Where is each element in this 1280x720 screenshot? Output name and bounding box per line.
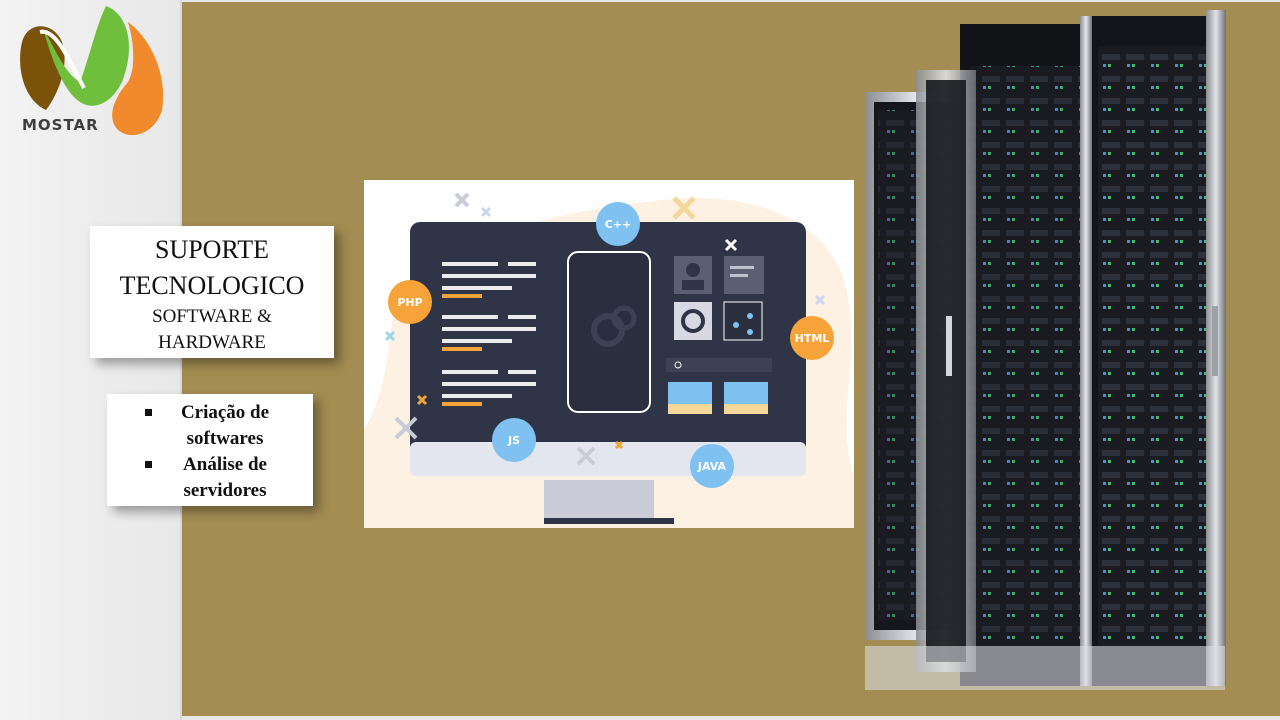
rack-reflection — [865, 646, 1225, 690]
monitor-illustration-icon: C++ PHP HTML JS JAVA — [364, 192, 854, 528]
title-line-2: TECNOLOGICO — [119, 271, 305, 300]
search-bar — [666, 358, 772, 372]
badge-label: JAVA — [697, 460, 727, 473]
title-line-1: SUPORTE — [154, 235, 270, 264]
list-item: Criação de — [107, 400, 313, 426]
bottom-frame-line — [182, 716, 1280, 720]
cpp-badge — [596, 202, 640, 246]
list-item: Análise de — [107, 452, 313, 478]
phone-mockup — [567, 251, 651, 413]
sidebar-divider — [180, 0, 182, 720]
top-frame-line — [182, 0, 1280, 2]
logo-wordmark: MOSTAR — [22, 116, 99, 134]
gear-icon — [674, 302, 712, 340]
service-line: Análise de — [183, 454, 267, 475]
badge-label: JS — [507, 434, 520, 447]
js-badge — [492, 418, 536, 462]
software-illustration: C++ PHP HTML JS JAVA — [364, 180, 854, 528]
services-list: Criação de softwares Análise de servidor… — [107, 400, 313, 504]
square-bullet-icon — [145, 409, 152, 416]
badge-label: C++ — [605, 218, 632, 231]
subtitle-line-1: SOFTWARE & — [152, 306, 272, 327]
title-card: SUPORTE TECNOLOGICO SOFTWARE & HARDWARE — [90, 226, 334, 358]
monitor-bezel — [410, 442, 806, 476]
list-item: softwares — [107, 426, 313, 452]
monitor-stand — [544, 480, 654, 520]
list-item: servidores — [107, 478, 313, 504]
java-badge — [690, 444, 734, 488]
html-badge — [790, 316, 834, 360]
share-icon — [723, 301, 763, 341]
services-card: Criação de softwares Análise de servidor… — [107, 394, 313, 506]
badge-label: HTML — [795, 332, 830, 345]
php-badge — [388, 280, 432, 324]
service-line: servidores — [183, 480, 267, 501]
service-line: softwares — [186, 428, 264, 449]
service-line: Criação de — [180, 402, 270, 423]
badge-label: PHP — [397, 296, 422, 309]
mostarda-logo-icon — [20, 6, 164, 136]
subtitle-line-2: HARDWARE — [158, 332, 266, 353]
server-racks-icon — [865, 10, 1226, 690]
square-bullet-icon — [145, 461, 152, 468]
